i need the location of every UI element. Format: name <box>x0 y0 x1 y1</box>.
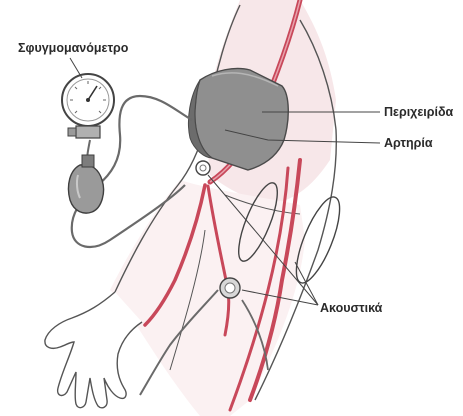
chestpiece-diaphragm <box>225 283 235 293</box>
inflation-bulb <box>68 155 103 213</box>
manometer <box>62 74 114 138</box>
leader-stethoscope-2 <box>295 262 318 305</box>
pressure-cuff <box>188 68 288 170</box>
label-stethoscope: Ακουστικά <box>320 301 383 315</box>
valve-screw <box>68 128 76 136</box>
leader-sphygmomanometer <box>70 58 82 78</box>
inflation-bulb-icon <box>68 165 103 213</box>
label-artery: Αρτηρία <box>384 136 433 150</box>
hand <box>45 292 142 408</box>
forearm-skin <box>110 180 305 416</box>
label-cuff: Περιχειρίδα <box>384 105 454 119</box>
valve-connector <box>76 126 100 138</box>
bulb-neck <box>82 155 94 167</box>
label-sphygmomanometer: Σφυγμομανόμετρο <box>18 41 129 55</box>
elbow-pulse-point <box>196 161 210 175</box>
manometer-pivot <box>86 98 90 102</box>
